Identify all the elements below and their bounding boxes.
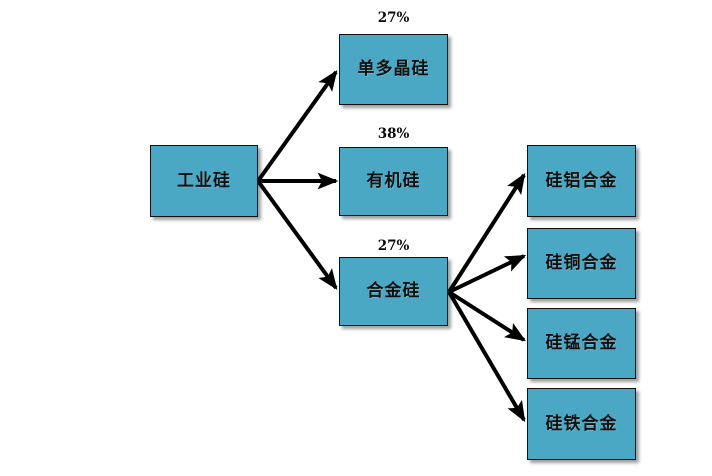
node-label-industrial-silicon: 工业硅 [177,170,231,191]
node-industrial-silicon[interactable]: 工业硅 [150,145,258,217]
edge-to-si-fe [447,290,526,423]
node-silicon-aluminum-alloy[interactable]: 硅铝合金 [527,145,636,217]
node-label-silicon-manganese-alloy: 硅锰合金 [545,333,618,353]
node-label-alloy-silicon: 合金硅 [366,281,421,301]
node-label-silicon-copper-alloy: 硅铜合金 [545,253,618,273]
node-label-mono-poly-silicon: 单多晶硅 [357,59,430,79]
node-mono-poly-silicon[interactable]: 单多晶硅 [339,34,448,105]
edge-to-alloy [256,179,338,290]
percent-label-alloy-silicon: 27% [377,238,410,254]
node-label-silicon-iron-alloy: 硅铁合金 [545,413,618,434]
node-label-silicon-aluminum-alloy: 硅铝合金 [545,170,618,191]
node-organic-silicon[interactable]: 有机硅 [339,147,448,216]
edge-group [256,70,527,423]
edge-to-si-cu [448,254,527,294]
node-label-organic-silicon: 有机硅 [366,171,421,191]
node-silicon-iron-alloy[interactable]: 硅铁合金 [527,388,636,460]
node-alloy-silicon[interactable]: 合金硅 [339,257,448,326]
edge-to-mono-poly [256,70,338,183]
edge-to-si-al [447,172,526,294]
percent-label-mono-poly-silicon: 27% [377,10,410,26]
percent-label-organic-silicon: 38% [377,126,410,142]
node-silicon-copper-alloy[interactable]: 硅铜合金 [527,228,636,299]
edge-to-si-mn [447,290,527,342]
node-silicon-manganese-alloy[interactable]: 硅锰合金 [527,308,636,379]
